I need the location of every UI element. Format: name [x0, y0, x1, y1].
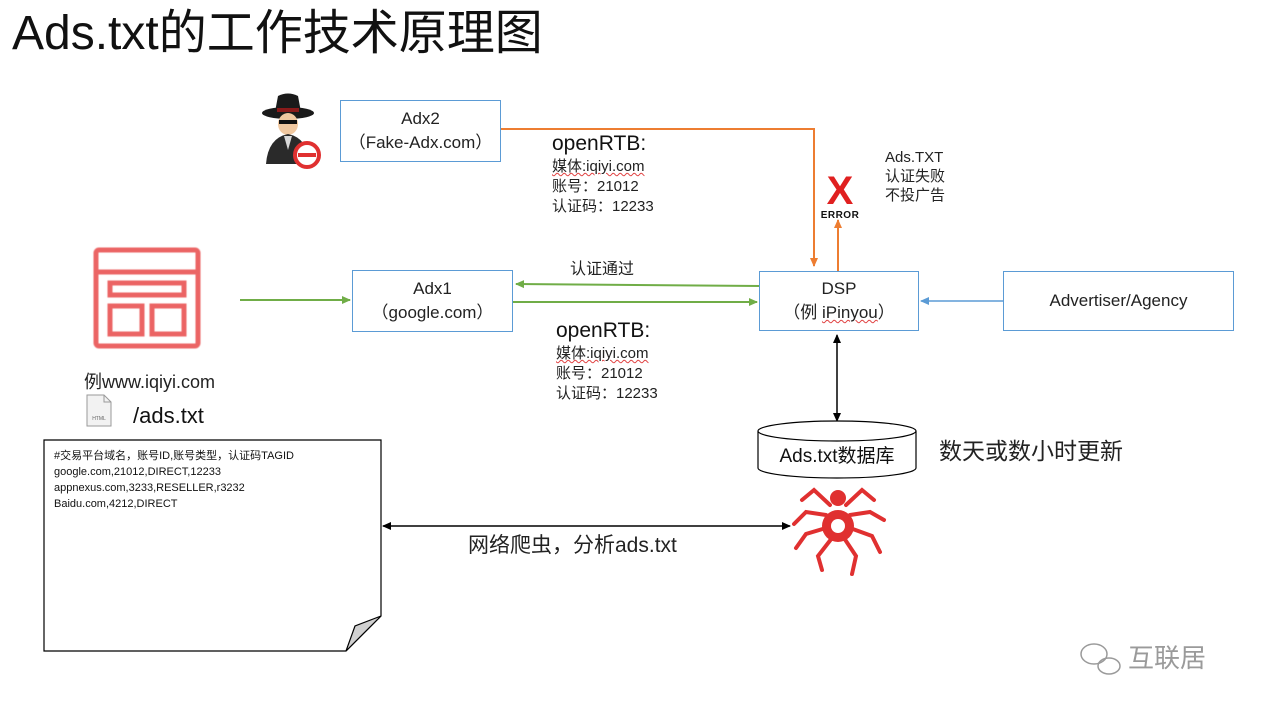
- adx2-node: Adx2 （Fake-Adx.com）: [340, 100, 501, 162]
- dsp-name: DSP: [821, 279, 857, 298]
- webpage-icon: [93, 247, 201, 349]
- advertiser-node: Advertiser/Agency: [1003, 271, 1234, 331]
- rtb-real-account: 账号：21012: [556, 365, 643, 382]
- hacker-icon: [262, 93, 321, 169]
- adx2-to-dsp-arrow: [501, 128, 818, 267]
- database-cylinder: [757, 420, 917, 479]
- rtb-fake-account: 账号：21012: [552, 178, 639, 195]
- error-label: ERROR: [820, 210, 860, 221]
- ads-txt-line: google.com,21012,DIRECT,12233: [54, 466, 221, 478]
- wechat-icon: [1080, 643, 1121, 675]
- rtb-real-media: 媒体:iqiyi.com: [556, 345, 649, 362]
- file-icon-label: HTML: [92, 416, 106, 422]
- adx1-name: Adx1: [413, 279, 452, 298]
- ads-txt-line: appnexus.com,3233,RESELLER,r3232: [54, 482, 245, 494]
- publisher-site: 例www.iqiyi.com: [84, 372, 216, 392]
- fail-note-line3: 不投广告: [885, 187, 946, 204]
- update-note: 数天或数小时更新: [939, 438, 1123, 464]
- dsp-example-prefix: （例: [783, 303, 822, 322]
- ads-txt-line: #交易平台域名，账号ID,账号类型，认证码TAGID: [54, 450, 294, 462]
- ads-txt-document: [43, 439, 382, 652]
- dsp-example-suffix: ）: [877, 303, 895, 322]
- file-icon: [86, 394, 112, 427]
- auth-pass-label: 认证通过: [570, 261, 635, 278]
- dsp-example-name: iPinyou: [821, 303, 878, 322]
- ads-txt-line: Baidu.com,4212,DIRECT: [54, 498, 178, 510]
- dsp-example: （例 iPinyou）: [783, 301, 895, 325]
- crawler-label: 网络爬虫，分析ads.txt: [468, 534, 677, 557]
- rtb-real-auth: 认证码：12233: [556, 385, 658, 402]
- advertiser-label: Advertiser/Agency: [1049, 291, 1188, 310]
- fail-note-line1: Ads.TXT: [885, 149, 944, 166]
- error-x: X: [826, 169, 854, 213]
- adx1-domain: （google.com）: [371, 303, 494, 322]
- rtb-fake-block: openRTB: 媒体:iqiyi.com 账号：21012 认证码：12233: [552, 131, 654, 217]
- spider-icon: [792, 487, 886, 576]
- dsp-node: DSP （例 iPinyou）: [759, 271, 919, 331]
- rtb-real-block: openRTB: 媒体:iqiyi.com 账号：21012 认证码：12233: [556, 318, 658, 404]
- fail-note: Ads.TXT 认证失败 不投广告: [885, 148, 945, 205]
- adx2-name: Adx2: [401, 109, 440, 128]
- rtb-fake-title: openRTB:: [552, 132, 647, 155]
- rtb-fake-auth: 认证码：12233: [552, 198, 654, 215]
- ads-txt-content: #交易平台域名，账号ID,账号类型，认证码TAGID google.com,21…: [54, 448, 294, 512]
- page-title: Ads.txt的工作技术原理图: [12, 7, 543, 60]
- rtb-fake-media: 媒体:iqiyi.com: [552, 158, 645, 175]
- rtb-real-title: openRTB:: [556, 319, 651, 342]
- dsp-to-adx1-auth-arrow: [515, 280, 761, 289]
- database-label: Ads.txt数据库: [779, 446, 895, 467]
- adx2-domain: （Fake-Adx.com）: [348, 133, 493, 152]
- watermark: 互联居: [1128, 643, 1207, 673]
- fail-note-line2: 认证失败: [885, 168, 946, 185]
- error-icon: X ERROR: [814, 169, 866, 222]
- adx1-node: Adx1 （google.com）: [352, 270, 513, 332]
- ads-txt-filename: /ads.txt: [133, 403, 204, 428]
